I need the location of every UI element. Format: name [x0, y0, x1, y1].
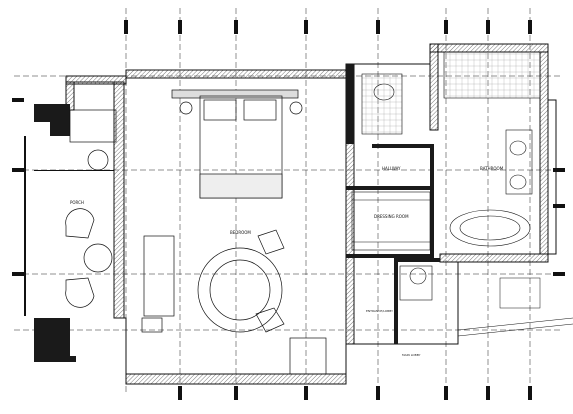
grid-markers-left	[12, 98, 24, 276]
bathroom-fixtures	[361, 51, 541, 301]
grid-markers-right	[553, 168, 565, 276]
room-label-dressing-room: DRESSING ROOM	[374, 214, 409, 219]
dressing-room	[351, 191, 431, 251]
room-label-hallway: HALLWAY	[382, 166, 401, 171]
grid-markers-bottom	[178, 386, 532, 400]
room-label-porch: PORCH	[70, 200, 84, 205]
bedroom-furniture	[141, 89, 327, 375]
room-label-entrance-lobby: ENTRANCE/LOBBY	[366, 309, 393, 313]
porch-furniture	[65, 149, 113, 308]
room-label-bedroom: BEDROOM	[230, 230, 251, 235]
porch-walls	[24, 104, 117, 362]
grid-markers-top	[124, 20, 532, 34]
terrace	[457, 277, 573, 337]
room-label-main-lobby: MAIN LOBBY	[402, 353, 421, 357]
room-label-bathroom: BATHROOM	[480, 166, 504, 171]
interior-walls	[346, 64, 440, 344]
